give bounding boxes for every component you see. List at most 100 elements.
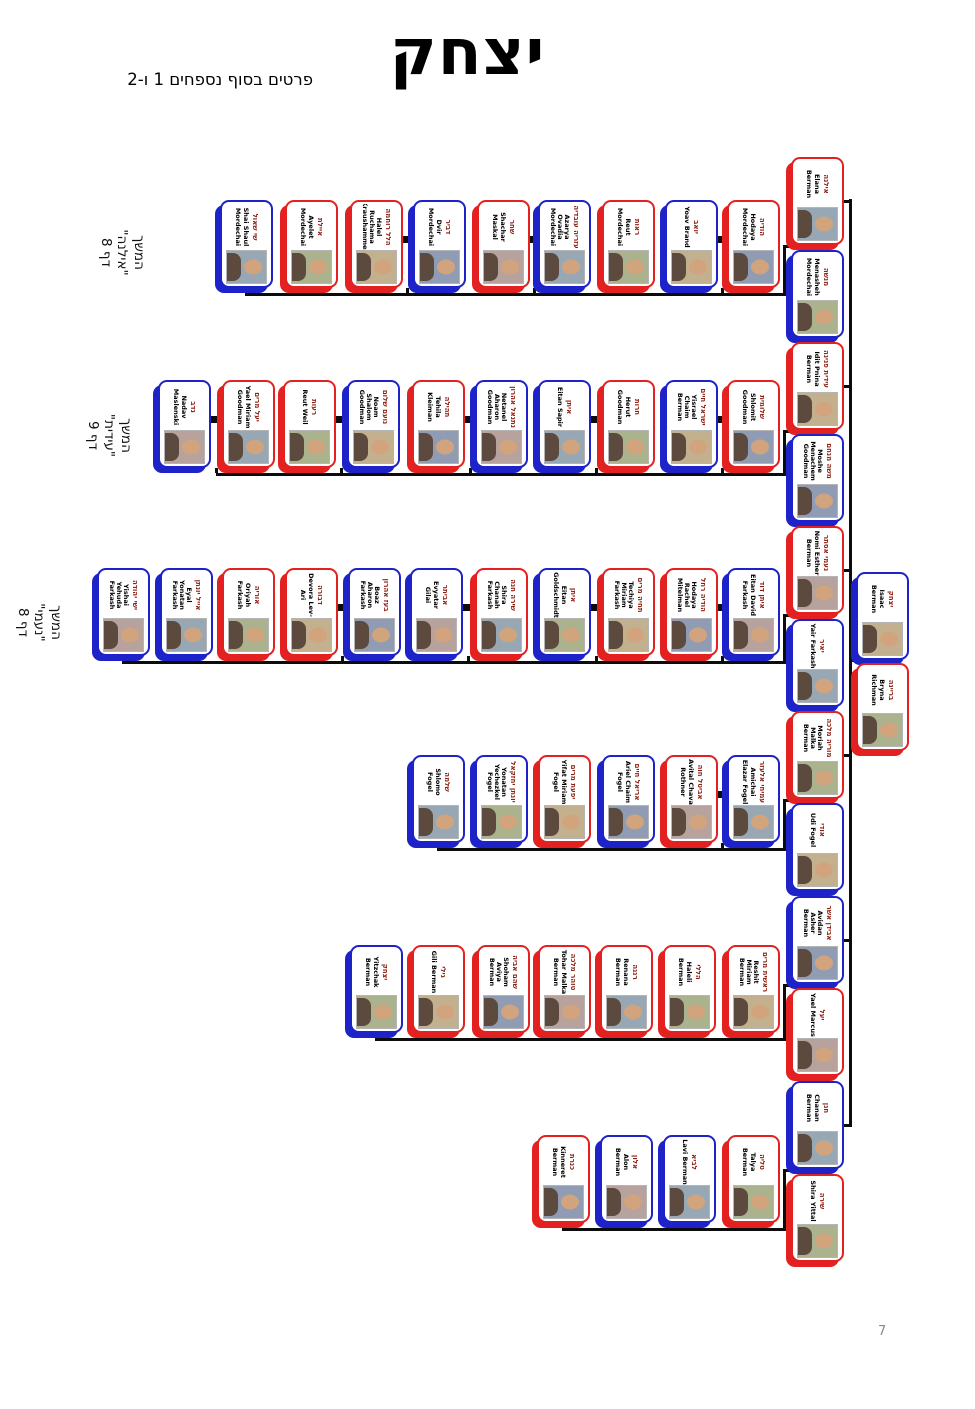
connector (467, 656, 470, 661)
person-name-english: Menasheh Mordechai (805, 257, 821, 297)
connector (341, 656, 344, 661)
person-photo (671, 618, 712, 652)
connector (752, 1033, 755, 1038)
person-photo (103, 618, 144, 652)
person-photo (418, 995, 459, 1029)
connector (563, 1033, 566, 1038)
connector (783, 245, 817, 248)
connector (247, 656, 250, 661)
person-name-english: Idit Pnina Berman (805, 351, 821, 387)
person-photo (797, 300, 838, 334)
person-name-english: Yael Miriam Goodman (236, 385, 252, 429)
connector (721, 656, 724, 661)
couple-link (334, 416, 349, 423)
couple-link (716, 791, 729, 798)
person-name-english: Shira Chanah Farkash (485, 580, 509, 610)
person-photo (733, 250, 774, 284)
person-photo (671, 430, 712, 464)
person-photo (356, 995, 397, 1029)
person-name-hebrew: רעות (310, 398, 319, 416)
label-line: דף 8 (14, 608, 31, 637)
person-name-english: Shlomit Goodman (741, 389, 757, 425)
connector (533, 288, 536, 293)
person-photo (481, 805, 522, 839)
person-name-english: Yoav Brand (683, 206, 692, 248)
person-photo (226, 250, 267, 284)
person-name-hebrew: נתנאל אהרון (509, 386, 518, 428)
connector (375, 1038, 786, 1041)
person-name-hebrew: יאיר (818, 639, 827, 653)
connector (245, 293, 786, 296)
person-name-hebrew: חנן (821, 1102, 830, 1114)
connector (437, 1033, 440, 1038)
person-name-english: Eitan David Farkash (741, 574, 757, 616)
person-photo (608, 430, 649, 464)
person-name-english: Udi Fogel (809, 812, 818, 848)
person-name-english: Avital Chava Rothner (679, 759, 695, 805)
couple-link (814, 428, 821, 436)
person-name-english: Yishai Yehuda Farkash (107, 580, 131, 610)
person-name-english: Shachar Maskal (491, 212, 507, 242)
person-name-hebrew: דביר (443, 219, 452, 235)
person-photo (733, 1185, 774, 1219)
person-name-hebrew: טוהר מלכה (568, 953, 577, 991)
person-name-hebrew: איתן דוד (757, 581, 766, 609)
person-name-hebrew: יעל (818, 1009, 827, 1021)
person-name-english: Netanel Aharon Goodman (485, 389, 509, 425)
person-name-hebrew: אילנה (821, 174, 830, 194)
couple-link (589, 416, 604, 423)
connector (783, 984, 786, 1041)
connector (122, 661, 786, 664)
person-name-hebrew: הודיה רחל (699, 578, 708, 612)
person-name-english: Reut Weil (301, 389, 310, 425)
person-name-hebrew: יונתן יחזקאל (509, 761, 518, 803)
person-name-english: Devora Lev-Ari (299, 573, 315, 617)
person-photo (354, 618, 395, 652)
person-name-hebrew: תהילה (442, 396, 451, 418)
person-name-english: Ariel Chaim Fogel (616, 760, 632, 804)
couple-link (401, 236, 415, 243)
connector (406, 288, 409, 293)
connector (783, 984, 817, 987)
connector (783, 799, 786, 851)
person-name-hebrew: בריינה (886, 679, 895, 701)
person-name-hebrew: הלל רוחמה (384, 208, 393, 246)
person-name-hebrew: אודי (818, 823, 827, 837)
connector (437, 843, 440, 848)
connector (849, 659, 858, 662)
person-name-hebrew: שירה חנה (509, 579, 518, 611)
person-name-english: Nadav Maslenski (172, 388, 188, 426)
person-photo (481, 618, 522, 652)
person-photo (608, 805, 649, 839)
person-photo (797, 669, 838, 703)
person-name-english: Lavi Berman (681, 1139, 690, 1185)
connector (185, 656, 188, 661)
person-name-hebrew: משה מנחם (825, 443, 834, 479)
connector (840, 754, 852, 757)
couple-link (209, 416, 224, 423)
person-name-english: Ayelet Mordechai (299, 207, 315, 247)
person-name-hebrew: חרות (632, 398, 641, 416)
person-name-english: Yael Marcus (809, 993, 818, 1037)
person-name-english: Shlomo Fogel (426, 768, 442, 796)
person-name-english: Boaz Aharon Farkash (358, 580, 382, 610)
